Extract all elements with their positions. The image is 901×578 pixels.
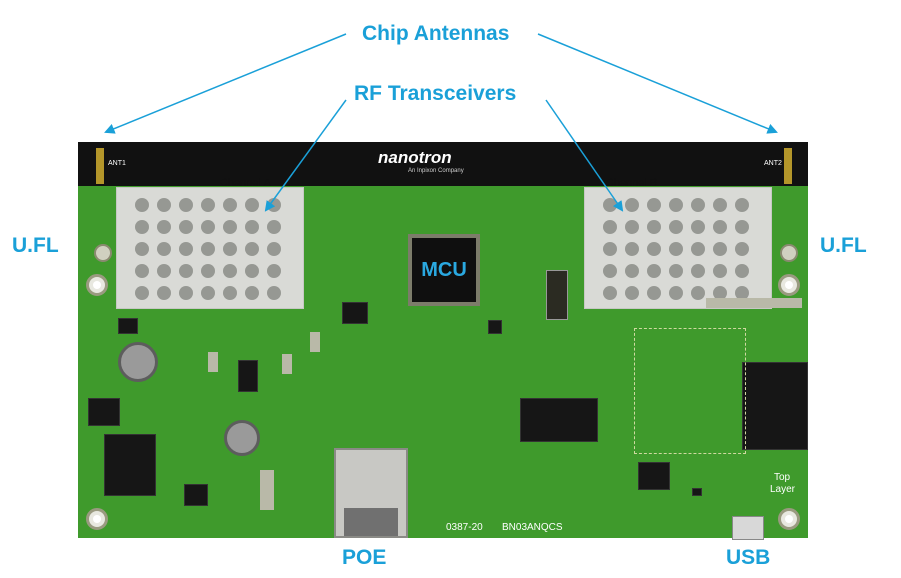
rf-module-channel-b bbox=[584, 187, 772, 309]
board-id-label: BN03ANQCS bbox=[502, 522, 563, 533]
chip-antenna-left bbox=[96, 148, 104, 184]
usb-connector bbox=[732, 516, 764, 540]
board-code-label: 0387-20 bbox=[446, 522, 483, 533]
layer-label-layer: Layer bbox=[770, 484, 796, 495]
ant2-label: ANT2 bbox=[764, 160, 782, 167]
poe-label: POE bbox=[342, 546, 387, 569]
channel-a-label: Channel A bbox=[220, 177, 271, 189]
ic-chip bbox=[342, 302, 368, 324]
rf-transceivers-label: RF Transceivers bbox=[354, 82, 517, 105]
mounting-hole bbox=[86, 274, 108, 296]
arrow-chip-antenna-left bbox=[104, 33, 347, 134]
ethernet-jack bbox=[334, 448, 408, 538]
component-pad bbox=[260, 470, 274, 510]
channel-b-label: Channel B bbox=[606, 177, 658, 189]
ic-chip bbox=[88, 398, 120, 426]
layer-label-top: Top bbox=[774, 472, 791, 483]
antenna-strip bbox=[78, 142, 808, 186]
chip-antenna-right bbox=[784, 148, 792, 184]
ethernet-port bbox=[344, 508, 398, 536]
ic-chip bbox=[118, 318, 138, 334]
component-pad bbox=[208, 352, 218, 372]
mcu-chip: MCU bbox=[408, 234, 480, 306]
component-pad bbox=[706, 298, 802, 308]
module-b-holes bbox=[599, 194, 753, 304]
mounting-hole bbox=[778, 508, 800, 530]
brand-logo: nanotron bbox=[378, 148, 452, 167]
component-pad bbox=[282, 354, 292, 374]
ic-chip bbox=[520, 398, 598, 442]
module-a-holes bbox=[131, 194, 285, 304]
usb-label: USB bbox=[726, 546, 771, 569]
ic-chip bbox=[692, 488, 702, 496]
rf-module-channel-a bbox=[116, 187, 304, 309]
pcb-board: ANT1 ANT2 nanotron An Inpixon Company Ch… bbox=[78, 142, 808, 540]
ic-chip bbox=[104, 434, 156, 496]
mounting-hole bbox=[86, 508, 108, 530]
pin-header bbox=[546, 270, 568, 320]
brand-subtitle: An Inpixon Company bbox=[408, 168, 464, 174]
arrow-chip-antenna-right bbox=[537, 33, 778, 134]
mounting-hole bbox=[778, 274, 800, 296]
ic-chip bbox=[238, 360, 258, 392]
ufl-connector-right bbox=[780, 244, 798, 262]
ic-chip bbox=[184, 484, 208, 506]
component-pad bbox=[310, 332, 320, 352]
ic-chip bbox=[488, 320, 502, 334]
module-outline bbox=[634, 328, 746, 454]
capacitor bbox=[224, 420, 260, 456]
capacitor bbox=[118, 342, 158, 382]
ant1-label: ANT1 bbox=[108, 160, 126, 167]
chip-antennas-label: Chip Antennas bbox=[362, 22, 510, 45]
ufl-right-label: U.FL bbox=[820, 234, 867, 257]
ic-chip bbox=[638, 462, 670, 490]
ufl-connector-left bbox=[94, 244, 112, 262]
mcu-label: MCU bbox=[421, 258, 467, 281]
ufl-left-label: U.FL bbox=[12, 234, 59, 257]
ic-chip bbox=[742, 362, 808, 450]
